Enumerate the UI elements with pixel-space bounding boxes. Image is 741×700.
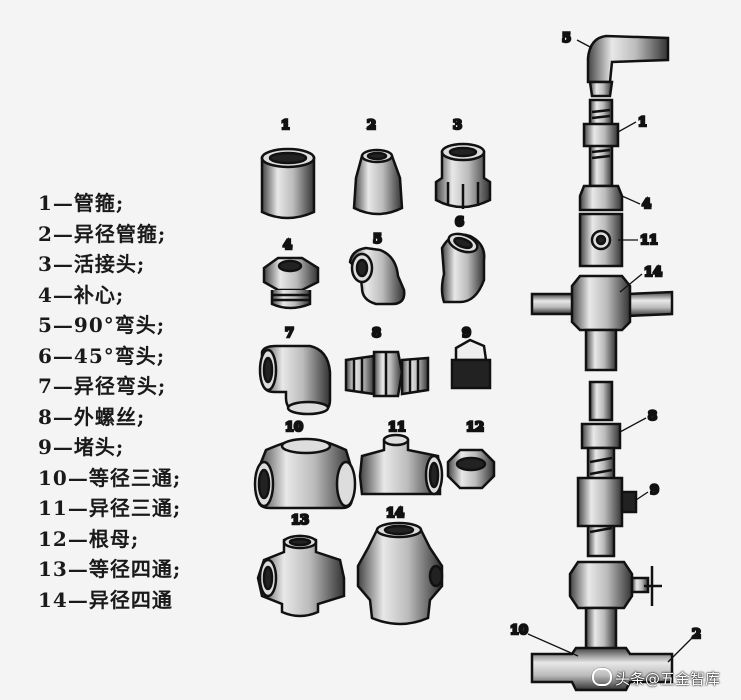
legend-item-5: 5—90°弯头; <box>38 313 166 337</box>
elbow-45-fitting <box>440 232 486 304</box>
callout-10: 10 <box>510 623 528 638</box>
legend-item-13: 13—等径四通; <box>38 557 182 581</box>
legend-item-7: 7—异径弯头; <box>38 374 167 398</box>
legend-item-11: 11—异径三通; <box>38 496 182 520</box>
fitting-number-3: 3 <box>453 118 462 133</box>
legend-item-1: 1—管箍; <box>38 191 125 215</box>
legend-item-6: 6—45°弯头; <box>38 343 166 368</box>
fitting-number-11: 11 <box>388 420 406 435</box>
elbow-90-fitting <box>348 246 406 306</box>
fitting-number-2: 2 <box>367 118 376 133</box>
reducing-elbow-fitting <box>258 344 332 416</box>
plug-fitting <box>450 338 492 390</box>
fitting-number-9: 9 <box>462 326 471 341</box>
bushing-fitting <box>262 256 320 310</box>
legend-item-3: 3—活接头; <box>38 252 146 276</box>
callout-4: 4 <box>642 197 651 212</box>
callout-11: 11 <box>640 233 658 248</box>
fitting-number-1: 1 <box>281 118 290 133</box>
legend-item-12: 12—根母; <box>38 526 140 551</box>
fitting-number-6: 6 <box>455 215 464 230</box>
legend-item-2: 2—异径管箍; <box>38 221 167 246</box>
fitting-number-4: 4 <box>283 238 292 253</box>
reducing-tee-fitting <box>358 433 444 496</box>
legend-item-9: 9—堵头; <box>38 435 125 459</box>
legend-item-10: 10—等径三通; <box>38 465 182 490</box>
locknut-fitting <box>446 448 496 490</box>
fitting-number-14: 14 <box>386 506 404 521</box>
callout-9: 9 <box>650 483 659 498</box>
hex-nipple-fitting <box>344 350 430 398</box>
watermark: 头条@五金智库 <box>592 668 720 689</box>
callout-14: 14 <box>644 265 662 280</box>
equal-tee-fitting <box>253 437 357 510</box>
watermark-text: 头条@五金智库 <box>615 670 721 688</box>
legend-item-14: 14—异径四通 <box>38 587 173 612</box>
chat-bubble-icon <box>592 668 612 686</box>
coupling-fitting <box>260 147 316 220</box>
reducing-coupling-fitting <box>352 148 404 216</box>
legend-list: 1—管箍; 2—异径管箍; 3—活接头; 4—补心; 5—90°弯头; 6—45… <box>38 188 238 615</box>
callout-8: 8 <box>648 409 657 424</box>
callout-2: 2 <box>692 627 701 642</box>
fitting-number-7: 7 <box>285 326 294 341</box>
pipe-assembly <box>530 34 674 692</box>
fitting-number-13: 13 <box>291 513 309 528</box>
fitting-number-12: 12 <box>466 420 484 435</box>
legend-item-8: 8—外螺丝; <box>38 404 146 429</box>
legend-item-4: 4—补心; <box>38 282 125 307</box>
callout-5: 5 <box>562 31 571 46</box>
callout-1: 1 <box>638 115 647 130</box>
fitting-number-8: 8 <box>372 326 381 341</box>
union-fitting <box>434 142 492 209</box>
fitting-number-10: 10 <box>285 420 303 435</box>
fitting-number-5: 5 <box>373 232 382 247</box>
reducing-cross-fitting <box>356 521 444 626</box>
equal-cross-fitting <box>256 534 346 618</box>
